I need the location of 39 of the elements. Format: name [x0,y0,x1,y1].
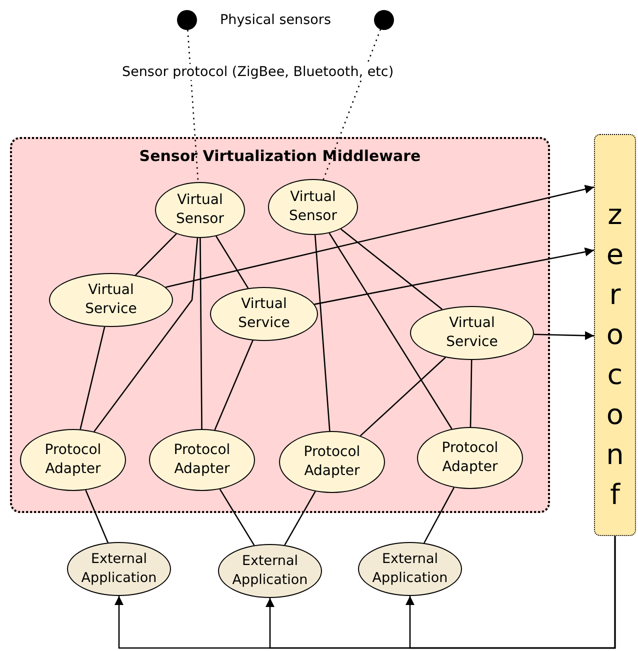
connector-line [322,29,382,180]
group-title: Sensor Virtualization Middleware [138,147,422,165]
connector-line [360,356,446,436]
application-ellipse: External Application [218,544,322,598]
sensor-dot [374,10,394,30]
ellipse-node: Protocol Adapter [20,429,126,491]
application-ellipse: External Application [67,542,171,596]
connector-line [328,232,452,430]
ellipse-node: Protocol Adapter [149,429,255,491]
connector-line [340,228,442,310]
connector-line [216,236,249,289]
connector-line [314,234,330,432]
connector-line [94,238,198,432]
connector-line [214,340,254,430]
arrow [534,331,594,340]
connector-line [219,488,255,546]
connector-line [85,490,108,543]
connector-line [135,233,177,276]
ellipse-node: Protocol Adapter [279,431,385,493]
connector-line [470,360,472,428]
connector-line [80,326,106,430]
ellipse-node: Protocol Adapter [417,427,523,489]
service-bar: zeroconf [594,134,636,536]
connector-line [284,491,316,546]
ellipse-node: Virtual Service [210,287,318,341]
ellipse-node: Virtual Service [49,273,173,327]
ellipse-node: Virtual Service [410,306,534,360]
sensor-dot [177,10,197,30]
ellipse-node: Virtual Sensor [155,182,245,238]
connector-line [187,30,199,182]
middleware-panel [10,137,550,513]
arrow [406,536,616,649]
arrow [165,184,594,288]
connector-line [424,487,455,544]
ellipse-node: Virtual Sensor [268,179,358,235]
note-text: Physical sensors [218,12,333,28]
application-ellipse: External Application [358,542,462,596]
arrow [314,248,594,305]
connector-line [200,238,202,429]
